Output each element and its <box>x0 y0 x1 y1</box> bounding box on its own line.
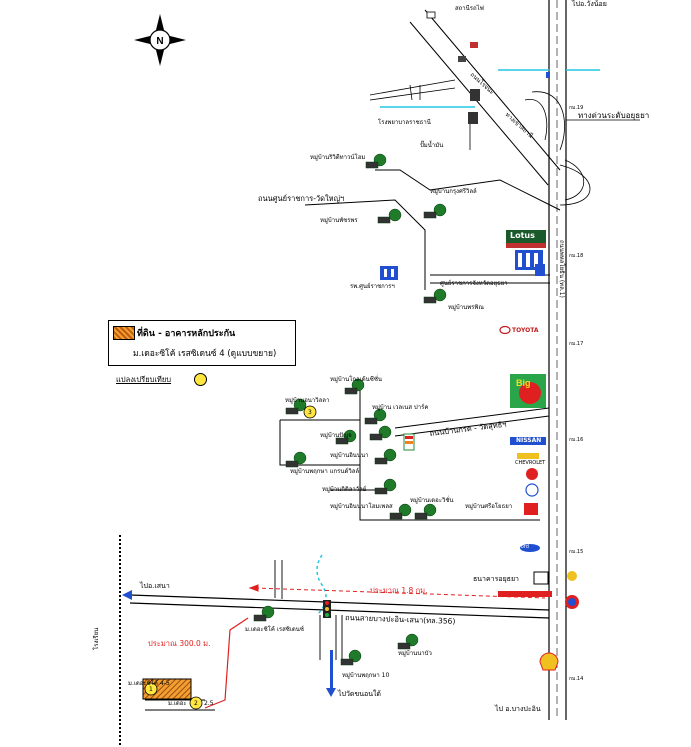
river <box>316 69 600 616</box>
gas-station-label: ปั๊มน้ำมัน <box>420 142 444 149</box>
village-label-8: หมู่บ้านปัญจ <box>320 432 352 439</box>
north-arrow-icon: N <box>134 14 186 66</box>
nissan-label: NISSAN <box>516 437 542 444</box>
route-to-project <box>204 617 249 709</box>
sena-road <box>129 594 550 619</box>
distance-300m-label: ประมาณ 300.0 ม. <box>148 639 211 648</box>
village-label-5: หมู่บ้านโกลเด้นซีซั่น <box>330 376 383 383</box>
village-label-12: หมู่บ้านอินนนาโฮมเพลส <box>330 503 393 510</box>
legend-land-label: ที่ดิน - อาคารหลักประกัน <box>137 329 236 339</box>
village-label-14: หมู่บ้านศรีอโยธยา <box>465 503 513 510</box>
project-marker-label: ม.เดอะซิโค้ 4-5 <box>128 680 170 687</box>
toyota-label: TOYOTA <box>512 327 539 334</box>
km-marker-19: กม.19 <box>569 105 584 111</box>
west-side-label: โรงเรียน <box>92 628 100 650</box>
legend-project-label: ม.เดอะซิโค้ เรสซิเดนซ์ 4 (ดูแบบขยาย) <box>133 349 277 359</box>
village-label-13: หมู่บ้านเดอะวิชั่น <box>410 497 454 504</box>
expressway-interchange <box>524 91 640 206</box>
sena-road-label: ถนนสายบางปะอิน-เสนา(ทล.356) <box>345 613 456 626</box>
car-brand-logos <box>510 437 546 552</box>
village-label-1: หมู่บ้านริวิดีทาวน์โฮม <box>310 154 366 161</box>
numbered-markers <box>144 405 317 710</box>
village-label-11: หมู่บ้านกิติลาวัลย์ <box>322 486 367 493</box>
sunsaraekan-road <box>304 169 561 290</box>
svg-text:N: N <box>156 36 163 47</box>
village-label-15: ม.เดอะซิโค้ เรสซิเดนซ์ <box>245 626 304 633</box>
project-marker-km: 2.5 <box>204 700 214 707</box>
legend-box: ที่ดิน - อาคารหลักประกัน ม.เดอะซิโค้ เรส… <box>108 320 296 366</box>
km-marker-14: กม.14 <box>569 676 584 682</box>
ayutthaya-bank-label: ธนาคารอยุธยา <box>473 575 519 583</box>
km-marker-17: กม.17 <box>569 341 584 347</box>
village-label-6: หมู่บ้าน เวลเนส ปาร์ค <box>372 404 429 411</box>
village-icons <box>253 153 447 666</box>
project-marker-label-2: ม.เดอะ <box>168 700 187 707</box>
to-wat-noi-label: ไปวัดขนอนใต้ <box>338 690 381 698</box>
marker-num-2: 2 <box>194 700 198 707</box>
chevrolet-label: CHEVROLET <box>515 460 546 466</box>
km-marker-15: กม.15 <box>569 549 584 555</box>
ford-label: Ford <box>518 544 529 550</box>
school-label: โรงพยาบาลราชธานี <box>378 119 431 126</box>
sunsaraekan-road-label: ถนนศูนย์ราชการ-วัดใหญ่ฯ <box>258 194 345 203</box>
big-c-icon: Big <box>510 374 546 408</box>
village-label-3: หมู่บ้านพัชรพร <box>320 217 358 224</box>
plot-change-label: แปลงเปรียบเทียบ <box>116 375 172 384</box>
toyota-icon <box>499 325 511 335</box>
village-label-2: หมู่บ้านกรุงศรีวิลล์ <box>430 188 477 195</box>
main-highway <box>548 0 567 720</box>
project-land-hatch <box>142 678 192 700</box>
hospital-label: รพ.ศูนย์ราชการฯ <box>350 283 395 290</box>
to-wangnoi-label: ไปอ.วังน้อย <box>572 0 607 8</box>
government-center-label: ศูนย์ราชการจังหวัดอยุธยา <box>440 280 508 287</box>
top-buildings <box>458 42 550 276</box>
land-hatch-swatch <box>113 326 135 340</box>
marker-num-1: 1 <box>149 686 153 693</box>
plot-change-marker <box>194 373 207 386</box>
bank-and-gas-icons <box>498 571 579 671</box>
blue-arrows <box>122 590 336 697</box>
svg-text:Big: Big <box>516 378 531 388</box>
distance-arrow-1800m <box>248 584 546 599</box>
traffic-light-icon <box>323 600 331 618</box>
village-label-16: หมู่บ้านนาบัว <box>398 650 432 657</box>
railway-label: สถานีรถไฟ <box>455 5 484 12</box>
to-sena-label: ไปอ.เสนา <box>140 582 170 590</box>
seven-eleven-icon <box>403 433 415 451</box>
lotus-label: Lotus <box>510 231 535 240</box>
distance-18km-label: ประมาณ 1.8 กม. <box>370 586 428 595</box>
expressway-side-label: ทางเข้าสถานี <box>504 111 535 140</box>
marker-num-3: 3 <box>308 409 312 416</box>
km-marker-18: กม.18 <box>569 253 584 259</box>
to-bang-pa-in-label: ไป อ.บางปะอิน <box>495 705 541 713</box>
hospital-icon <box>380 266 398 280</box>
km-marker-16: กม.16 <box>569 437 584 443</box>
village-label-9: หมู่บ้านอินนนา <box>330 452 369 459</box>
village-label-10: หมู่บ้านพฤกษา แกรนด์วิลล์ <box>290 468 360 475</box>
highway-label: ถนนพหลโยธิน (ทล.1) <box>558 240 566 298</box>
diagonal-road-top <box>409 9 561 186</box>
expressway-label: ทางด่วนระดับอยุธยา <box>578 111 650 120</box>
ban-krot-road <box>279 390 550 521</box>
village-label-4: หมู่บ้านพรพิณ <box>448 304 484 311</box>
side-roads-bottom <box>119 535 343 745</box>
village-label-7: หมู่บ้านอนาวิลลา <box>285 397 330 404</box>
village-label-17: หมู่บ้านพฤกษา 10 <box>342 672 390 679</box>
small-roads-top <box>369 11 471 150</box>
